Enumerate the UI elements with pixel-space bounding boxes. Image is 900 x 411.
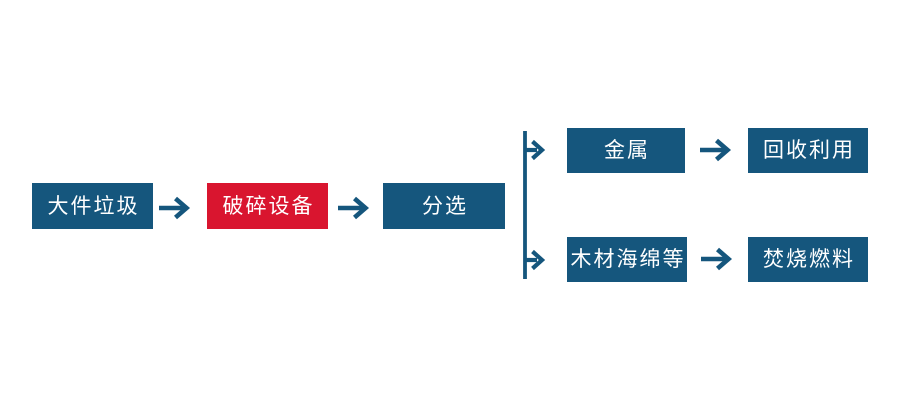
node-crushing-equipment: 破碎设备 <box>207 183 328 229</box>
fork-connector <box>523 131 546 279</box>
node-sorting: 分选 <box>383 183 505 229</box>
node-crushing-equipment-label: 破碎设备 <box>222 194 315 218</box>
node-sorting-label: 分选 <box>422 194 468 218</box>
node-bulky-waste: 大件垃圾 <box>32 183 153 229</box>
node-recycling-label: 回收利用 <box>763 139 855 162</box>
right-arrow-icon <box>338 196 370 220</box>
right-arrow-icon <box>159 196 191 220</box>
branch-arrow-top-icon <box>525 139 546 161</box>
node-bulky-waste-label: 大件垃圾 <box>47 194 140 218</box>
node-metal: 金属 <box>567 128 685 173</box>
node-wood-sponge: 木材海绵等 <box>567 237 687 282</box>
node-incineration-fuel: 焚烧燃料 <box>748 237 868 282</box>
branch-arrow-bottom-icon <box>525 249 546 271</box>
node-recycling: 回收利用 <box>748 128 868 173</box>
node-incineration-fuel-label: 焚烧燃料 <box>763 248 855 271</box>
right-arrow-icon <box>701 247 733 271</box>
right-arrow-icon <box>700 138 732 162</box>
node-wood-sponge-label: 木材海绵等 <box>570 248 686 271</box>
node-metal-label: 金属 <box>604 139 650 162</box>
